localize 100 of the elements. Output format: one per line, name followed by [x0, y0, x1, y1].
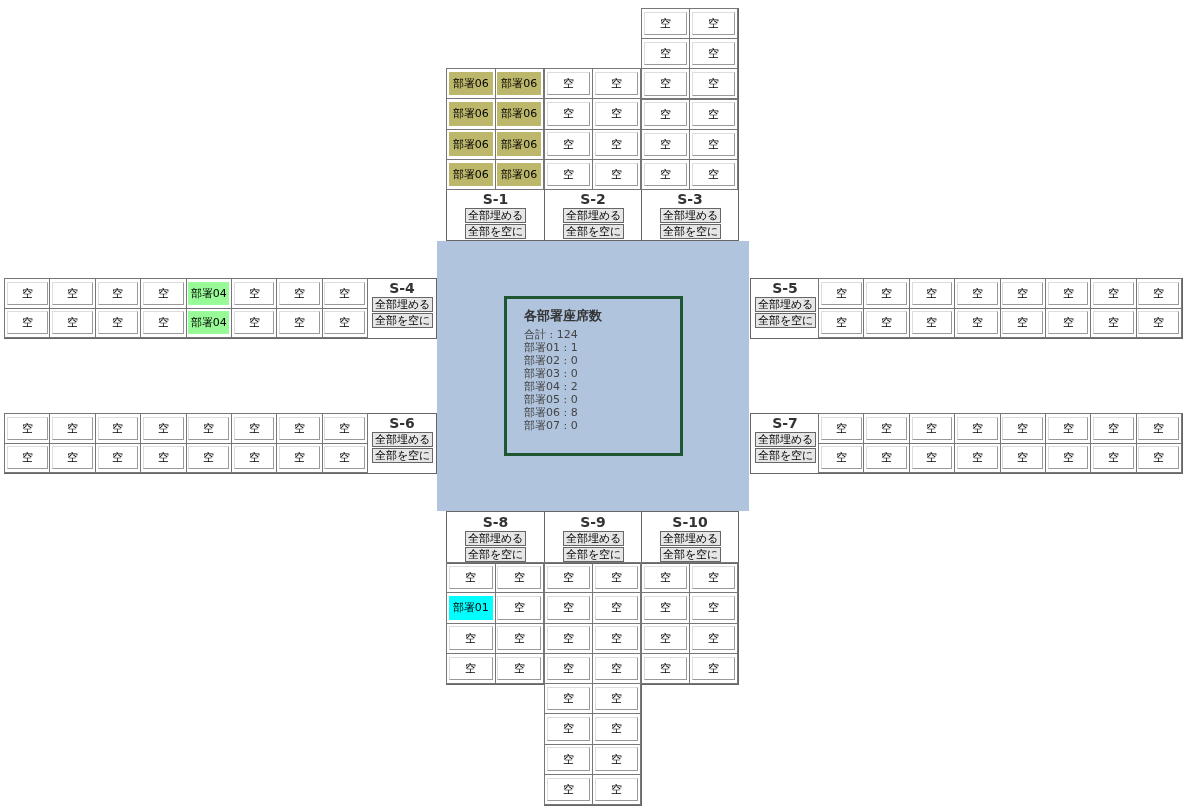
seat-button: 空	[956, 311, 998, 335]
seat-button: 部署06	[497, 71, 542, 96]
seat-button: 空	[1047, 281, 1089, 305]
seat-button: 空	[497, 626, 542, 650]
seat-button: 空	[97, 311, 139, 335]
seat-button: 空	[866, 281, 907, 305]
count-line: 部署04 : 2	[524, 380, 578, 393]
seat-button: 部署04	[188, 311, 230, 335]
seat-button: 空	[1047, 446, 1089, 470]
seat-button: 空	[546, 777, 591, 802]
seat-button: 空	[643, 42, 688, 66]
fill-all-button: 全部埋める	[465, 208, 526, 223]
fill-all-button: 全部埋める	[754, 432, 816, 447]
seat-button: 部署06	[448, 132, 493, 156]
seat-button: 部署01	[448, 596, 493, 620]
seat-button: 空	[643, 596, 688, 620]
seat-button: 空	[643, 132, 688, 156]
seat-button: 空	[691, 656, 736, 681]
seat-button: 空	[324, 281, 366, 305]
seat-button: 空	[820, 416, 862, 440]
seat-button: 空	[497, 565, 542, 590]
fill-all-button: 全部埋める	[371, 297, 433, 312]
section-label: S-7	[772, 415, 798, 431]
seat-button: 空	[546, 686, 591, 711]
clear-all-button: 全部を空に	[562, 224, 624, 239]
count-line: 部署06 : 8	[524, 406, 578, 419]
seat-button: 部署06	[497, 102, 542, 126]
clear-all-button: 全部を空に	[562, 546, 624, 562]
seat-button: 空	[233, 311, 275, 335]
seat-section	[544, 68, 642, 241]
seat-section	[641, 511, 739, 685]
seat-button: 空	[546, 132, 591, 156]
seat-section	[4, 278, 437, 339]
clear-all-button: 全部を空に	[659, 546, 721, 562]
seat-button: 空	[594, 626, 639, 650]
seat-button: 空	[546, 565, 591, 590]
seat-button: 空	[546, 717, 591, 741]
seat-button: 空	[546, 71, 591, 96]
seat-button: 空	[691, 596, 736, 620]
section-label: S-3	[677, 191, 703, 207]
seat-button: 空	[233, 416, 275, 440]
fill-all-button: 全部埋める	[371, 432, 433, 447]
seat-button: 空	[820, 281, 862, 305]
seat-button: 空	[6, 281, 48, 305]
seat-button: 空	[324, 446, 366, 470]
seat-button: 空	[911, 416, 953, 440]
seat-button: 空	[691, 72, 736, 96]
seat-button: 空	[97, 416, 139, 440]
seat-button: 空	[52, 281, 93, 305]
seat-button: 空	[820, 311, 862, 335]
seat-button: 空	[866, 416, 907, 440]
seat-button: 空	[1002, 311, 1044, 335]
seat-button: 空	[643, 656, 688, 681]
seat-button: 空	[594, 596, 639, 620]
seat-button: 部署06	[448, 162, 493, 187]
seat-button: 空	[691, 132, 736, 156]
seat-button: 空	[324, 311, 366, 335]
seat-button: 空	[866, 311, 907, 335]
section-label: S-2	[580, 191, 606, 207]
seat-section	[750, 413, 1183, 474]
seat-button: 空	[97, 446, 139, 470]
seat-button: 空	[1002, 446, 1044, 470]
seat-button: 空	[324, 416, 366, 440]
seat-button: 空	[956, 416, 998, 440]
section-label: S-10	[672, 513, 708, 530]
seat-button: 空	[233, 446, 275, 470]
clear-all-button: 全部を空に	[371, 313, 433, 328]
seat-button: 空	[1093, 311, 1134, 335]
seat-button: 空	[956, 446, 998, 470]
seat-button: 空	[691, 162, 736, 187]
seat-button: 空	[448, 656, 493, 681]
clear-all-button: 全部を空に	[754, 448, 816, 463]
seat-button: 部署06	[448, 102, 493, 126]
seat-button: 空	[279, 416, 320, 440]
seat-button: 空	[594, 162, 639, 187]
section-label: S-5	[772, 280, 798, 296]
seat-button: 空	[911, 311, 953, 335]
seat-button: 空	[6, 416, 48, 440]
seat-section	[641, 8, 739, 241]
section-label: S-1	[482, 191, 509, 207]
seat-button: 空	[691, 626, 736, 650]
seat-button: 空	[546, 656, 591, 681]
seat-button: 空	[188, 416, 230, 440]
seat-button: 空	[594, 686, 639, 711]
seat-button: 空	[497, 656, 542, 681]
seat-button: 部署06	[497, 132, 542, 156]
seat-button: 空	[911, 446, 953, 470]
clear-all-button: 全部を空に	[465, 224, 526, 239]
seat-button: 空	[1093, 446, 1134, 470]
seat-button: 空	[142, 281, 184, 305]
count-line: 部署03 : 0	[524, 367, 578, 380]
seat-button: 空	[1093, 416, 1134, 440]
seat-button: 空	[546, 162, 591, 187]
seat-button: 空	[142, 311, 184, 335]
seat-button: 空	[52, 446, 93, 470]
seat-button: 空	[279, 281, 320, 305]
clear-all-button: 全部を空に	[371, 448, 433, 463]
seat-button: 空	[1138, 416, 1180, 440]
seat-button: 空	[691, 565, 736, 590]
center-area	[437, 241, 749, 511]
